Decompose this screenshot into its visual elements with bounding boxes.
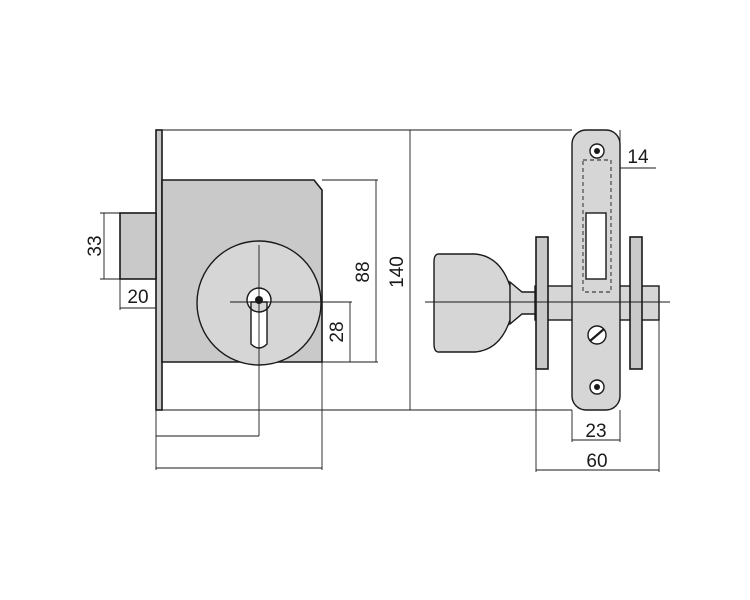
left-rose-plate [535, 236, 549, 370]
dim-label-60: 60 [586, 451, 607, 472]
screw-slot [589, 328, 605, 342]
dim-label-23: 23 [585, 421, 606, 442]
strike-opening [585, 212, 607, 280]
dim-label-20: 20 [127, 287, 148, 308]
dim-label-33: 33 [85, 235, 106, 256]
lock-side-view [425, 129, 670, 411]
knob [433, 253, 516, 353]
dim-label-140: 140 [387, 256, 408, 288]
bottom-screw-center [594, 384, 600, 390]
faceplate [155, 129, 163, 411]
right-rose-plate [629, 236, 643, 370]
top-screw-center [594, 148, 600, 154]
dim-label-28: 28 [327, 321, 348, 342]
dim-label-14: 14 [627, 147, 649, 168]
dim-label-88: 88 [353, 261, 374, 282]
knob-neck [509, 280, 538, 326]
dimension-labels: 33 20 88 140 28 14 23 60 [85, 147, 649, 472]
dimension-lines [100, 129, 660, 472]
lock-front-view [119, 129, 345, 436]
bolt [119, 212, 157, 280]
bolt-hidden-outline [582, 159, 612, 293]
